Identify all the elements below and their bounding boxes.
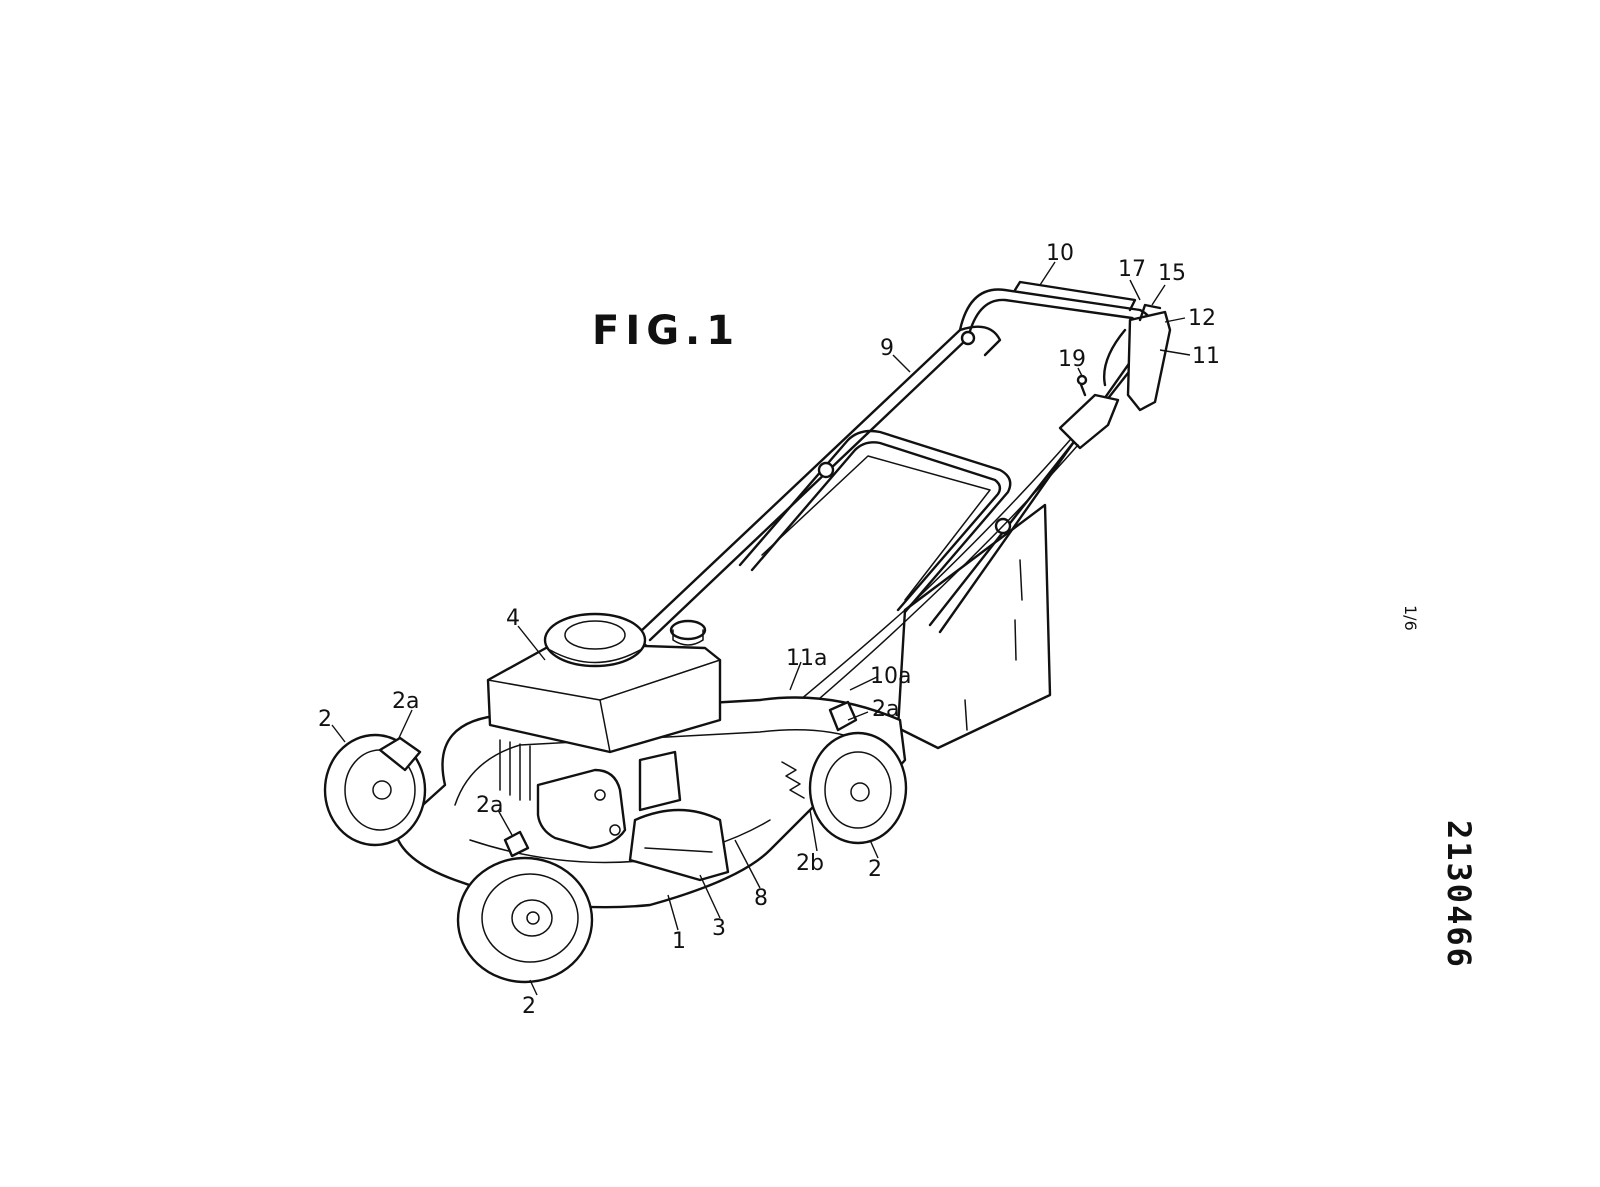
patent-number: 2130466: [1440, 820, 1478, 969]
label-11: 11: [1192, 344, 1220, 369]
label-2a-mid: 2a: [476, 793, 503, 818]
label-4: 4: [506, 606, 520, 631]
grass-bag: [896, 503, 1052, 750]
label-2a-right: 2a: [872, 697, 899, 722]
engine: [486, 612, 722, 850]
handle-assembly: [638, 280, 1172, 721]
label-2b: 2b: [796, 851, 824, 876]
label-10: 10: [1046, 241, 1074, 266]
wheel-right: [781, 700, 908, 845]
label-1: 1: [672, 929, 686, 954]
wheel-left: [323, 733, 427, 847]
label-2a-left: 2a: [392, 689, 419, 714]
label-2-left-wheel: 2: [318, 707, 332, 732]
label-19: 19: [1058, 347, 1086, 372]
page-number: 1/6: [1401, 605, 1420, 631]
label-9: 9: [880, 336, 894, 361]
label-12: 12: [1188, 306, 1216, 331]
leader-lines: [331, 261, 1191, 996]
label-2-right-wheel: 2: [868, 857, 882, 882]
label-3: 3: [712, 916, 726, 941]
label-17: 17: [1118, 257, 1146, 282]
label-8: 8: [754, 886, 768, 911]
wheel-front: [456, 830, 594, 984]
label-2-front-wheel: 2: [522, 994, 536, 1019]
label-11a: 11a: [786, 646, 827, 671]
label-15: 15: [1158, 261, 1186, 286]
label-10a: 10a: [870, 664, 911, 689]
figure-title: FIG.1: [592, 308, 740, 354]
